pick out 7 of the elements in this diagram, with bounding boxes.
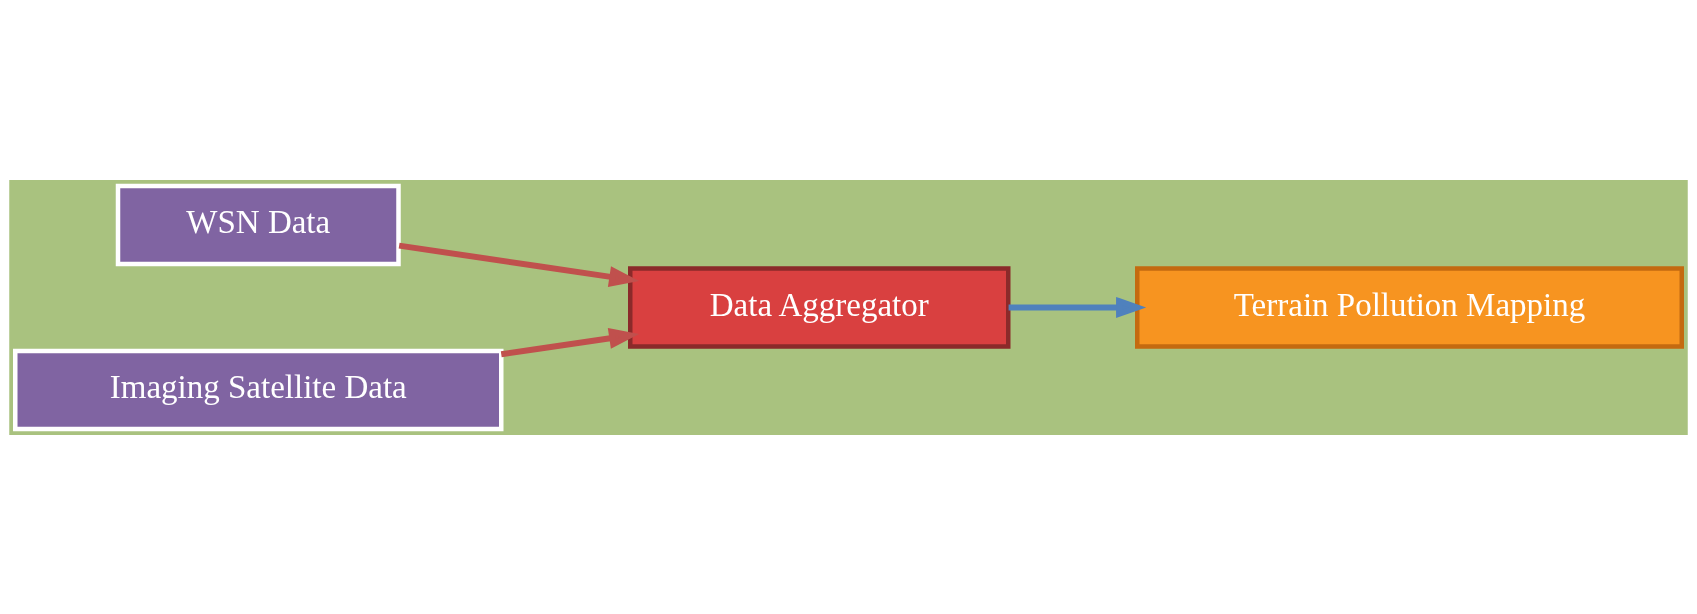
node-box: WSN Data <box>115 183 401 266</box>
arrow <box>500 327 640 357</box>
node-box: Imaging Satellite Data <box>13 348 504 431</box>
node-box: Data Aggregator <box>628 265 1011 349</box>
arrow <box>1008 296 1147 318</box>
node-box: Terrain Pollution Mapping <box>1135 265 1684 349</box>
arrow <box>398 242 640 287</box>
